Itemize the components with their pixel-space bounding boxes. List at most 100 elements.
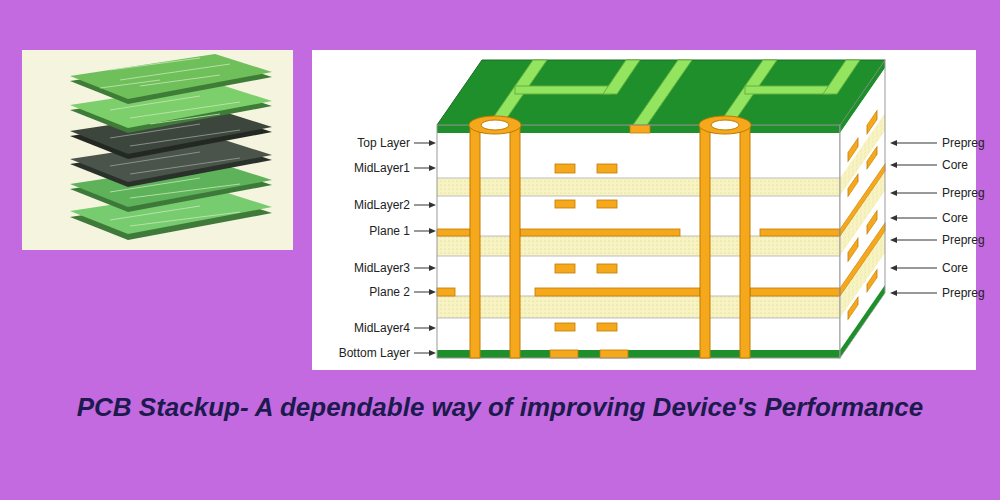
side-face	[867, 270, 877, 292]
copper-pad	[555, 264, 575, 273]
top-face	[437, 60, 885, 125]
board-traces	[110, 124, 240, 146]
leader-arrow	[890, 290, 897, 296]
board-layer	[70, 54, 272, 240]
leader-arrow	[429, 265, 436, 271]
copper-pad	[550, 125, 650, 358]
front-face	[437, 236, 840, 256]
layer-label: Core	[942, 260, 968, 276]
copper-pad	[555, 323, 575, 331]
copper-plane	[760, 229, 840, 236]
leader-arrow	[414, 268, 430, 269]
leader-arrow	[414, 231, 430, 232]
layer-label: Bottom Layer	[339, 345, 410, 361]
leader-arrow	[429, 228, 436, 234]
board-traces	[110, 96, 240, 124]
side-face	[840, 285, 885, 358]
copper-plane	[437, 229, 840, 296]
leader-arrow	[897, 143, 937, 144]
copper-plane	[520, 229, 680, 236]
via-barrel	[510, 125, 520, 358]
board-layer	[70, 54, 272, 99]
side-face	[840, 60, 885, 358]
copper-plane	[535, 288, 700, 296]
leader-arrow	[897, 268, 937, 269]
via-barrel	[481, 120, 509, 130]
board-traces	[110, 178, 240, 198]
top-face	[488, 60, 860, 125]
layer-label: Top Layer	[357, 135, 410, 151]
side-face	[848, 297, 858, 319]
layer-label: MidLayer2	[354, 197, 410, 213]
copper-pad	[597, 323, 617, 331]
leader-arrow	[890, 140, 937, 296]
copper-pad	[597, 200, 617, 208]
front-face	[437, 133, 840, 178]
leader-arrow	[897, 240, 937, 241]
front-face	[437, 318, 840, 319]
pcb-layers-photo	[22, 50, 293, 250]
caption: PCB Stackup- A dependable way of improvi…	[50, 388, 950, 427]
leader-arrow	[897, 293, 937, 294]
leader-arrow	[890, 190, 897, 196]
via-barrel	[700, 125, 710, 358]
layer-label: MidLayer4	[354, 320, 410, 336]
via-barrel	[470, 125, 480, 358]
side-face	[848, 174, 858, 196]
leader-arrow	[890, 140, 897, 146]
layer-label: Prepreg	[942, 285, 985, 301]
top-face	[603, 60, 640, 94]
front-face	[437, 125, 840, 358]
side-face	[840, 99, 885, 331]
layer-label: Plane 2	[369, 284, 410, 300]
via-barrel	[469, 116, 521, 134]
layer-label: Prepreg	[942, 135, 985, 151]
leader-arrow	[429, 289, 436, 295]
front-face	[437, 318, 840, 350]
copper-pad	[555, 200, 575, 208]
leader-arrow	[429, 325, 436, 331]
front-face	[437, 256, 840, 296]
leader-arrow	[414, 140, 436, 356]
front-face	[437, 296, 840, 318]
top-face	[437, 60, 885, 125]
board-traces	[110, 152, 240, 174]
top-face	[823, 60, 860, 94]
leader-arrow	[429, 350, 436, 356]
leader-arrow	[414, 292, 430, 293]
via-barrel	[740, 125, 750, 358]
layer-label: Core	[942, 157, 968, 173]
leader-arrow	[414, 328, 430, 329]
top-face	[633, 60, 692, 125]
via-barrel	[469, 116, 751, 358]
front-face	[437, 256, 840, 257]
copper-pad	[600, 350, 628, 358]
copper-pad	[555, 164, 575, 173]
layer-label: MidLayer1	[354, 160, 410, 176]
side-face	[848, 138, 858, 161]
leader-arrow	[890, 265, 897, 271]
top-face	[515, 86, 610, 94]
copper-plane	[437, 288, 455, 296]
leader-arrow	[429, 202, 436, 208]
side-face	[867, 147, 877, 169]
copper-pad	[550, 350, 578, 358]
leader-arrow	[414, 143, 430, 144]
board-traces	[100, 58, 240, 226]
layer-label: Prepreg	[942, 185, 985, 201]
leader-arrow	[414, 353, 430, 354]
leader-arrow	[890, 237, 897, 243]
side-face	[840, 164, 885, 236]
front-face	[437, 178, 840, 318]
front-face	[437, 350, 840, 358]
leader-arrow	[897, 193, 937, 194]
board-traces	[100, 58, 230, 88]
front-face	[437, 196, 840, 236]
front-face	[437, 125, 840, 358]
copper-pad	[630, 125, 650, 133]
layer-label: Core	[942, 210, 968, 226]
copper-plane	[750, 288, 840, 296]
leader-arrow	[414, 168, 430, 169]
